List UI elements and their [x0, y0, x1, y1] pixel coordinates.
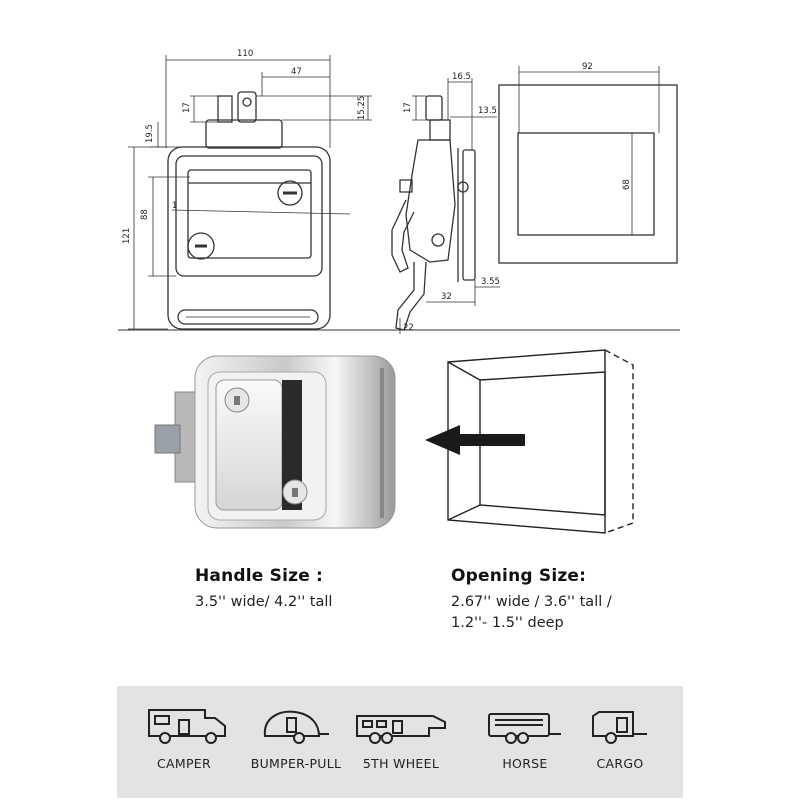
horse-trailer-icon: [488, 713, 561, 744]
vehicle-label-camper: CAMPER: [157, 756, 211, 771]
dim-bolt-height: 17: [182, 102, 192, 113]
dim-top-height: 19.5: [145, 124, 155, 143]
dim-cutout-height: 68: [622, 179, 632, 190]
cutout-view: [498, 84, 678, 264]
handle-size-value: 3.5'' wide/ 4.2'' tall: [195, 594, 333, 610]
dim-thickness: 3.55: [481, 277, 500, 287]
dim-pin: 15.25: [357, 96, 367, 120]
side-dimension-lines: [399, 78, 500, 334]
vehicle-label-horse: HORSE: [502, 756, 548, 771]
fifth-wheel-trailer-icon: [356, 715, 446, 744]
dim-width: 110: [237, 49, 253, 59]
callout-label: 1: [172, 201, 177, 211]
dim-bottom: 22: [403, 323, 414, 333]
front-view: [167, 91, 331, 330]
camper-icon: [148, 709, 226, 744]
opening-illustration: [425, 349, 634, 534]
handle-size-title: Handle Size :: [195, 566, 324, 586]
technical-drawing: 110 47 17 19.5 88 121 15.25 1 16.5 17 13…: [118, 49, 680, 334]
vehicle-label-5th-wheel: 5TH WHEEL: [362, 756, 440, 771]
dim-cutout-width: 92: [582, 62, 593, 72]
dim-offset: 13.5: [478, 106, 497, 116]
opening-size-title: Opening Size:: [451, 566, 587, 586]
front-dimension-lines: [128, 55, 372, 330]
arrow-icon: [425, 425, 525, 455]
opening-size-line2: 1.2''- 1.5'' deep: [451, 615, 564, 631]
dim-side-bolt: 17: [403, 102, 413, 113]
latch-product-image: [154, 355, 396, 529]
vehicle-label-bumper-pull: BUMPER-PULL: [250, 756, 342, 771]
cutout-dimension-lines: [518, 66, 660, 235]
dim-body-height: 88: [140, 209, 150, 220]
opening-size-line1: 2.67'' wide / 3.6'' tall /: [451, 594, 612, 610]
side-view: [391, 95, 476, 331]
dim-total-height: 121: [122, 228, 132, 244]
bumper-pull-trailer-icon: [263, 710, 329, 744]
dim-bolt-offset: 47: [291, 67, 302, 77]
dim-flange: 32: [441, 292, 452, 302]
vehicle-label-cargo: CARGO: [596, 756, 644, 771]
vehicle-compatibility-bar: CAMPER BUMPER-PULL 5TH WHEEL: [117, 686, 683, 798]
cargo-trailer-icon: [592, 711, 647, 744]
dim-depth: 16.5: [452, 72, 471, 82]
